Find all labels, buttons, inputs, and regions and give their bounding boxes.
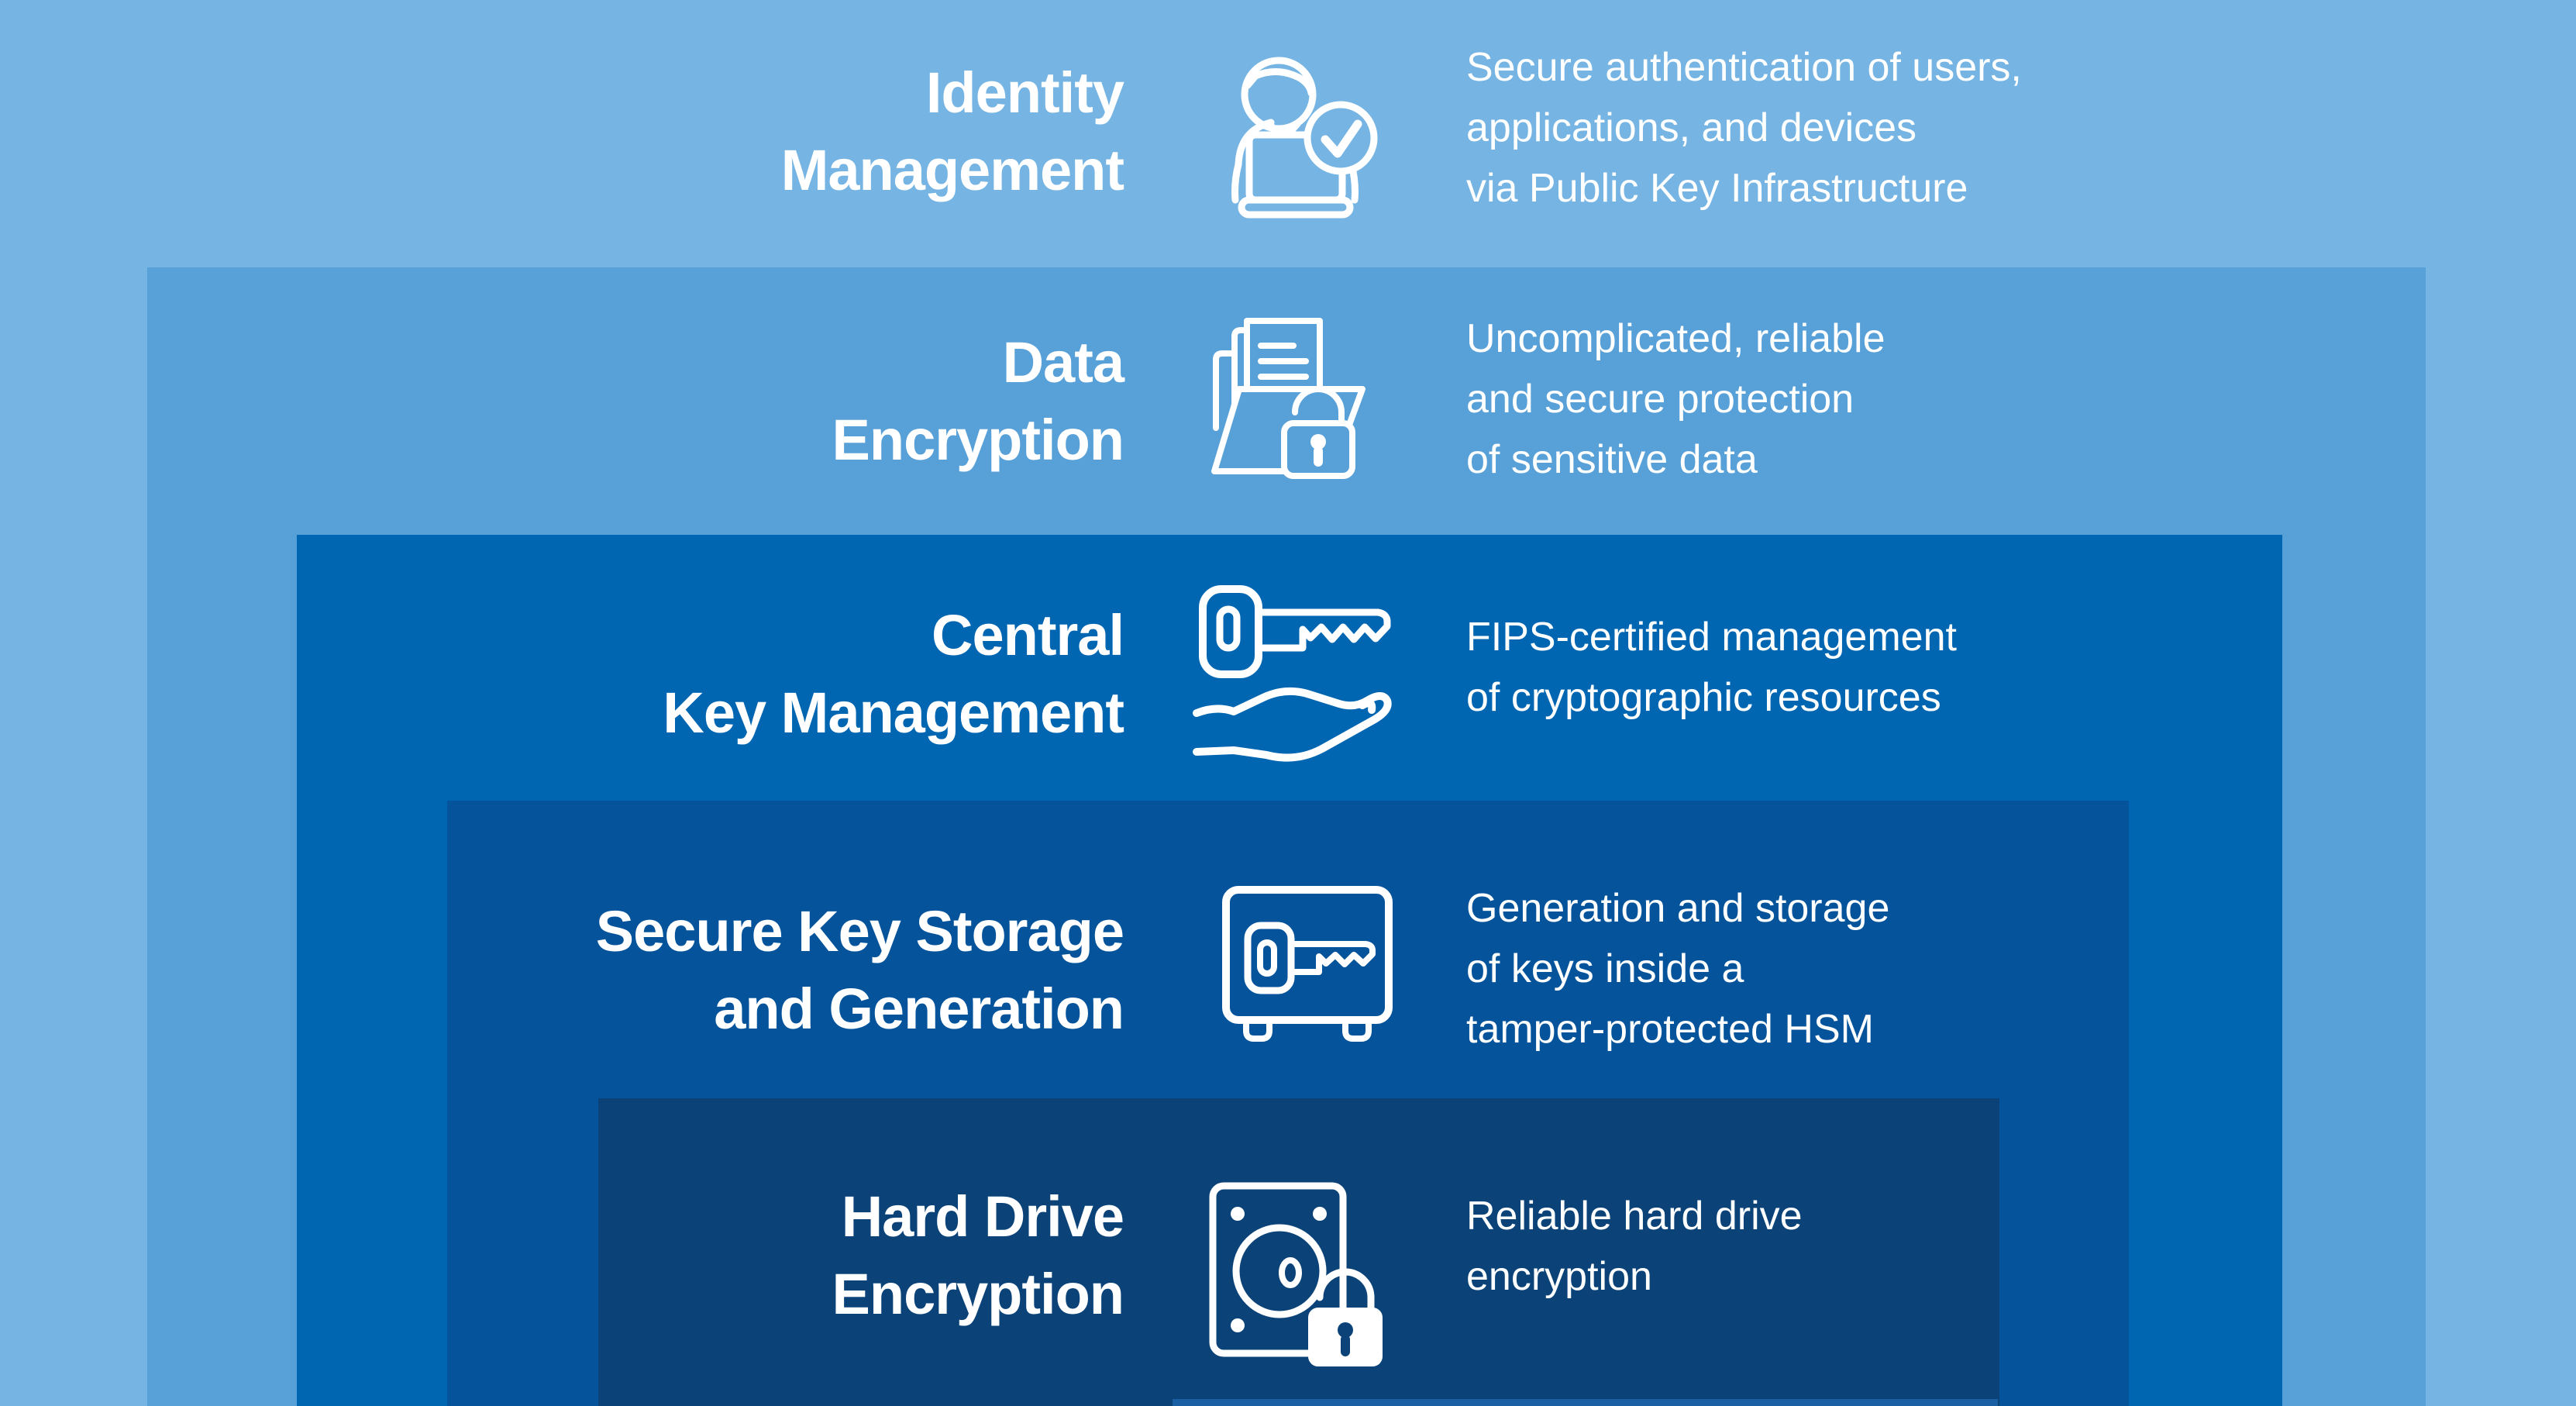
title-line: and Generation (714, 977, 1124, 1041)
safe-with-key-icon (1218, 884, 1396, 1049)
row-title: Identity Management (781, 54, 1124, 209)
row-title: Hard Drive Encryption (832, 1178, 1124, 1333)
title-line: Data (1002, 330, 1124, 395)
folder-document-lock-icon (1204, 312, 1368, 484)
title-line: Management (780, 138, 1124, 202)
row-description: FIPS-certified management of cryptograph… (1466, 607, 1957, 728)
title-line: Identity (925, 60, 1124, 125)
desc-line: of cryptographic resources (1466, 675, 1941, 720)
desc-line: Reliable hard drive (1466, 1194, 1803, 1239)
next-layer-peek-strip (1173, 1399, 1998, 1406)
row-description: Generation and storage of keys inside a … (1466, 878, 1889, 1060)
title-line: Secure Key Storage (595, 899, 1124, 963)
title-line: Key Management (663, 681, 1124, 745)
desc-line: applications, and devices (1466, 105, 1917, 150)
title-line: Hard Drive (841, 1184, 1124, 1249)
desc-line: Generation and storage (1466, 886, 1890, 931)
row-description: Reliable hard drive encryption (1466, 1186, 1803, 1307)
desc-line: FIPS-certified management (1466, 615, 1957, 660)
row-title: Data Encryption (832, 324, 1124, 479)
desc-line: Secure authentication of users, (1466, 45, 2022, 90)
desc-line: via Public Key Infrastructure (1466, 166, 1968, 211)
row-description: Secure authentication of users, applicat… (1466, 37, 2022, 219)
desc-line: encryption (1466, 1254, 1652, 1299)
title-line: Encryption (832, 1262, 1124, 1326)
row-description: Uncomplicated, reliable and secure prote… (1466, 308, 1886, 490)
desc-line: of keys inside a (1466, 946, 1744, 991)
desc-line: of sensitive data (1466, 437, 1758, 482)
row-title: Central Key Management (663, 597, 1124, 752)
row-title: Secure Key Storage and Generation (596, 893, 1124, 1048)
title-line: Central (932, 603, 1124, 667)
person-laptop-check-icon (1201, 47, 1391, 226)
desc-line: and secure protection (1466, 377, 1855, 422)
desc-line: Uncomplicated, reliable (1466, 316, 1886, 361)
key-in-hand-icon (1187, 583, 1427, 781)
title-line: Encryption (832, 408, 1124, 472)
desc-line: tamper-protected HSM (1466, 1007, 1874, 1052)
hard-drive-lock-icon (1205, 1181, 1399, 1369)
